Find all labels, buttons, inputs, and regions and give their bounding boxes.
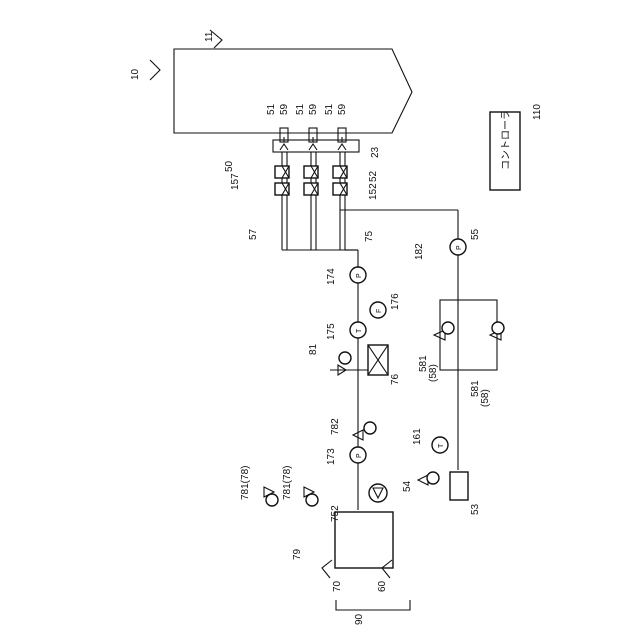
valve-581 — [434, 300, 504, 370]
label-54: 54 — [402, 480, 413, 492]
label-782: 782 — [330, 418, 341, 435]
label-781-b: 781(78) — [282, 466, 293, 500]
label-176: 176 — [390, 293, 401, 310]
pressure-sensor-174: P — [350, 267, 366, 283]
label-76: 76 — [390, 373, 401, 385]
label-90: 90 — [354, 613, 365, 625]
temperature-sensor-175: T — [350, 322, 366, 338]
label-53: 53 — [470, 503, 481, 515]
manifold-lines — [282, 210, 458, 250]
controller-box: コントローラ — [490, 110, 520, 190]
flow-sensor-176: F — [370, 302, 386, 318]
label-781-a: 781(78) — [240, 466, 251, 500]
burner-3 — [338, 128, 346, 150]
device-53 — [450, 472, 468, 500]
label-157: 157 — [230, 173, 241, 190]
p-letter-174: P — [356, 273, 363, 278]
t-letter-161: T — [438, 443, 445, 448]
label-50: 50 — [224, 160, 235, 172]
label-51-b: 51 — [295, 103, 306, 115]
valve-54 — [418, 472, 439, 485]
label-10: 10 — [130, 68, 141, 80]
f-letter-176: F — [376, 309, 383, 313]
label-174: 174 — [326, 268, 337, 285]
burner-group — [280, 128, 346, 150]
label-75: 75 — [364, 230, 375, 242]
burner-1 — [280, 128, 288, 150]
label-55: 55 — [470, 228, 481, 240]
label-59-c: 59 — [337, 103, 348, 115]
p-letter-173: P — [356, 453, 363, 458]
label-57: 57 — [248, 228, 259, 240]
label-60: 60 — [377, 580, 388, 592]
label-23: 23 — [370, 146, 381, 158]
label-152: 152 — [368, 183, 379, 200]
valve-782 — [353, 422, 376, 440]
label-752: 752 — [330, 505, 341, 522]
label-58-b: (58) — [480, 389, 491, 407]
label-51-a: 51 — [266, 103, 277, 115]
pressure-sensor-173: P — [350, 447, 366, 463]
t-letter-175: T — [356, 328, 363, 333]
pump-752 — [369, 484, 387, 502]
valve-81 — [330, 352, 368, 375]
label-52: 52 — [368, 170, 379, 182]
label-182: 182 — [414, 243, 425, 260]
p-letter-182: P — [456, 245, 463, 250]
heater-76 — [368, 345, 388, 375]
label-110: 110 — [532, 104, 543, 120]
label-161: 161 — [412, 428, 423, 445]
controller-label: コントローラ — [500, 110, 512, 170]
tank-79 — [335, 512, 393, 568]
boiler-body — [174, 49, 412, 133]
temperature-sensor-161: T — [432, 437, 448, 453]
label-58-a: (58) — [428, 364, 439, 382]
label-79: 79 — [292, 548, 303, 560]
label-59-b: 59 — [308, 103, 319, 115]
label-51-c: 51 — [324, 103, 335, 115]
label-175: 175 — [326, 323, 337, 340]
label-59-a: 59 — [279, 103, 290, 115]
label-70: 70 — [332, 580, 343, 592]
label-173: 173 — [326, 448, 337, 465]
label-81: 81 — [308, 343, 319, 355]
line-75 — [345, 250, 358, 510]
burner-2 — [309, 128, 317, 150]
pressure-sensor-182: P — [450, 239, 466, 255]
